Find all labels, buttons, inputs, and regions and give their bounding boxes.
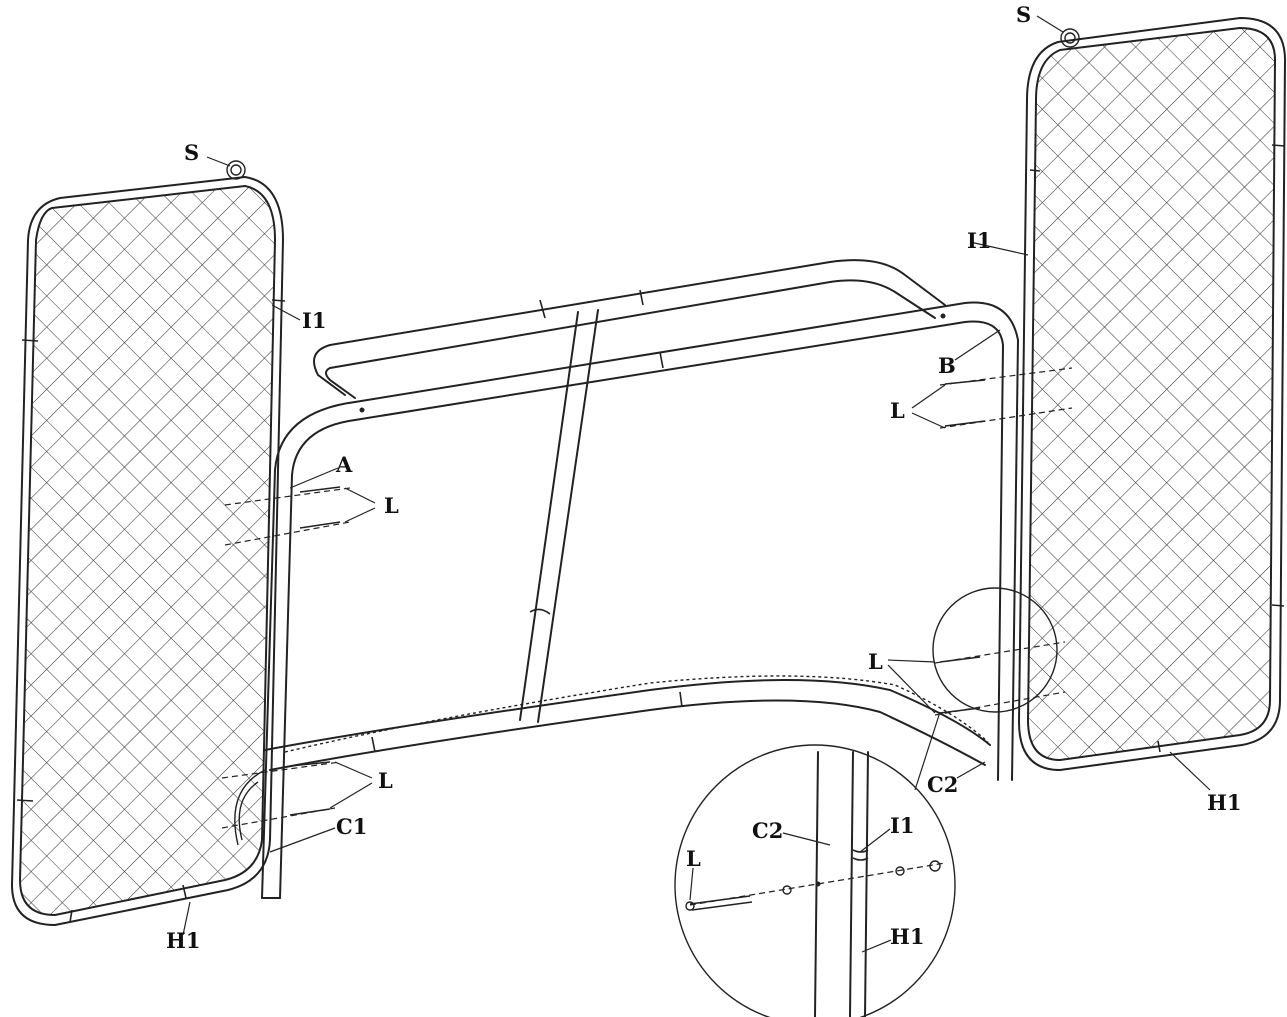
label-s-left: S: [184, 140, 199, 165]
label-h1-left: H1: [166, 928, 200, 953]
label-h1-right: H1: [1207, 790, 1241, 815]
label-l-detail: L: [686, 846, 701, 871]
label-l-lower-left: L: [378, 768, 393, 793]
locking-pins: [221, 367, 1073, 829]
label-i1-detail: I1: [890, 813, 914, 838]
part-labels: S S I1 I1 A B L L L L C1 C2 H1 H1 C2 I1 …: [166, 2, 1241, 953]
label-a: A: [335, 452, 353, 477]
label-c2: C2: [927, 772, 958, 797]
goal-frame: [234, 259, 1019, 899]
label-l-upper-right: L: [890, 398, 905, 423]
label-h1-detail: H1: [890, 924, 924, 949]
label-c1: C1: [336, 814, 367, 839]
label-i1-left: I1: [302, 308, 326, 333]
label-c2-detail: C2: [752, 818, 783, 843]
label-s-right: S: [1016, 2, 1031, 27]
label-l-upper-left: L: [384, 493, 399, 518]
right-net-panel: [1018, 17, 1286, 771]
detail-callout: [674, 587, 1058, 1017]
label-b: B: [938, 353, 956, 378]
label-i1-right: I1: [967, 228, 991, 253]
label-l-lower-right: L: [868, 649, 883, 674]
leader-lines: [182, 15, 1211, 953]
left-net-panel: [11, 160, 286, 926]
